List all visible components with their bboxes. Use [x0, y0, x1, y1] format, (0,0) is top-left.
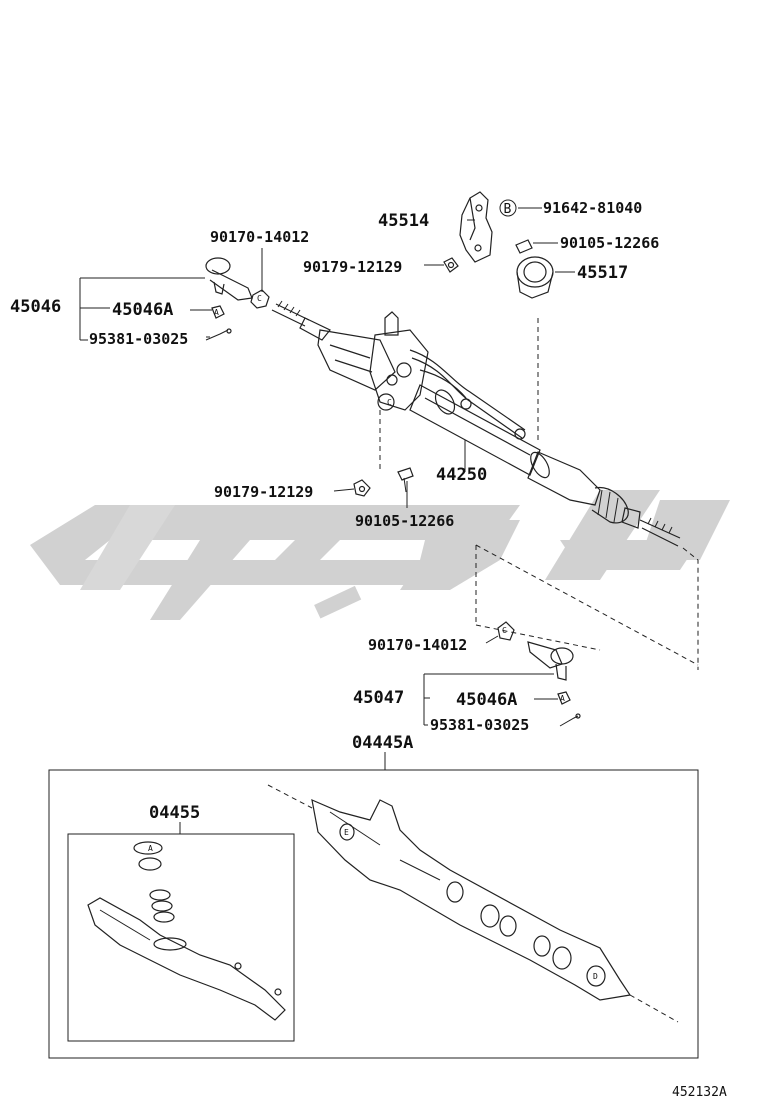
part-label-90170-14012-upper: 90170-14012: [210, 228, 309, 246]
part-label-45046: 45046: [10, 297, 61, 317]
mark-a-upper: A: [214, 308, 219, 317]
part-label-91642-81040: 91642-81040: [543, 199, 642, 217]
kit-04455-box: [67, 833, 295, 1042]
mark-e: E: [344, 828, 349, 837]
leader-lines: [79, 207, 575, 770]
kit-04445a-drawing: [267, 784, 679, 1023]
tie-rod-end-left: [205, 257, 253, 341]
part-label-45046a-upper: 45046A: [112, 300, 173, 320]
tie-rod-end-right: [497, 621, 581, 727]
mark-c-upper: C: [257, 294, 262, 303]
svg-text:B: B: [504, 202, 512, 217]
part-label-44250: 44250: [436, 465, 487, 485]
part-label-04455: 04455: [149, 803, 200, 823]
part-label-90179-12129-upper: 90179-12129: [303, 258, 402, 276]
mark-d: D: [593, 972, 598, 981]
mark-c-lower: C: [502, 626, 507, 635]
bracket-45514: [459, 191, 493, 263]
projection-lines: [379, 318, 699, 670]
clamp-45517: [516, 256, 554, 299]
kit-04445a-box: [48, 769, 699, 1059]
part-label-95381-03025-lower: 95381-03025: [430, 716, 529, 734]
mark-a-lower: A: [560, 694, 565, 703]
part-label-04445a: 04445A: [352, 733, 413, 753]
watermark-logo: [30, 490, 730, 620]
steering-rack-assembly: [271, 300, 681, 547]
part-label-90170-14012-lower: 90170-14012: [368, 636, 467, 654]
fasteners-upper: [250, 239, 533, 309]
part-label-45514: 45514: [378, 211, 429, 231]
circle-mark-b: B: [499, 199, 517, 217]
diagram-id: 452132A: [672, 1085, 727, 1100]
mark-c-left: C: [387, 398, 392, 407]
part-label-45046a-lower: 45046A: [456, 690, 517, 710]
kit-04455-drawing: [87, 841, 286, 1021]
fasteners-lower: [353, 467, 414, 497]
part-label-90179-12129-lower: 90179-12129: [214, 483, 313, 501]
part-label-90105-12266-lower: 90105-12266: [355, 512, 454, 530]
part-label-90105-12266-upper: 90105-12266: [560, 234, 659, 252]
part-label-95381-03025-upper: 95381-03025: [89, 330, 188, 348]
part-label-45517: 45517: [577, 263, 628, 283]
part-label-45047: 45047: [353, 688, 404, 708]
mark-a-kit: A: [148, 844, 153, 853]
